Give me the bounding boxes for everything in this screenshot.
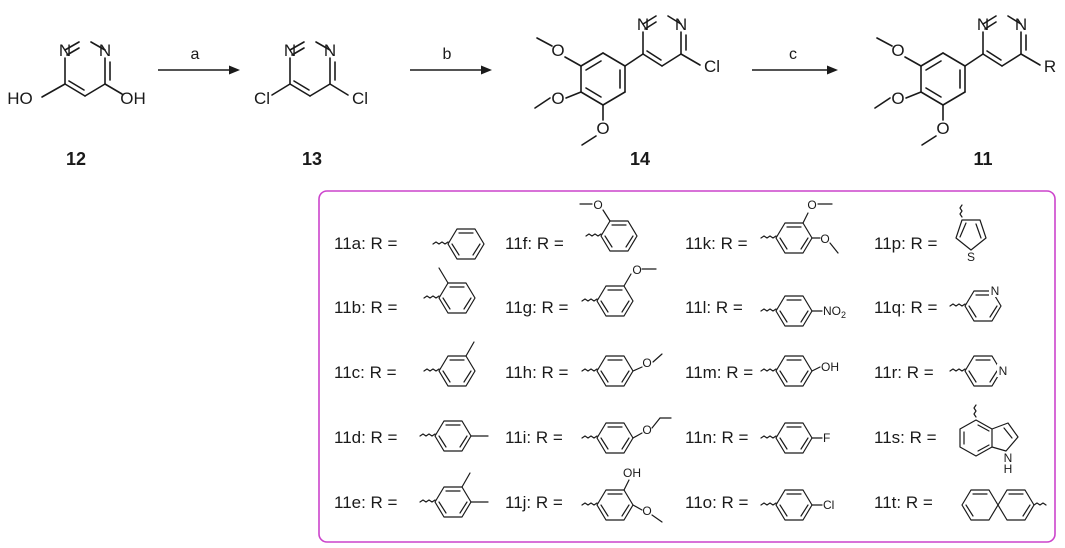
substituent-11h: O <box>581 353 663 387</box>
atom-n: N <box>675 15 687 34</box>
substituent-11o: Cl <box>760 489 834 521</box>
atom-n: N <box>284 41 296 60</box>
atom-f: F <box>823 431 830 445</box>
atom-n: N <box>99 41 111 60</box>
substituent-11p: S <box>955 204 987 264</box>
atom-r: R <box>1044 57 1056 76</box>
entry-label-11n: 11n: R = <box>685 428 749 447</box>
reaction-arrow-b: b <box>410 46 492 75</box>
atom-o: O <box>936 119 949 138</box>
substituent-11i: O <box>581 417 672 454</box>
entry-label-11i: 11i: R = <box>505 428 563 447</box>
substituent-11q: N <box>949 284 1002 322</box>
entry-label-11m: 11m: R = <box>685 363 753 382</box>
compound-label: 11 <box>973 149 992 169</box>
atom-o: O <box>642 504 651 518</box>
atom-n: N <box>991 284 1000 298</box>
atom-n: N <box>59 41 71 60</box>
entry-label-11t: 11t: R = <box>874 493 933 512</box>
atom-n: N <box>637 15 649 34</box>
substituent-11b <box>423 267 476 314</box>
atom-n: N <box>1004 451 1013 465</box>
entry-label-11k: 11k: R = <box>685 234 748 253</box>
reaction-arrow-a: a <box>158 46 240 75</box>
step-label: a <box>191 46 200 63</box>
entry-label-11a: 11a: R = <box>334 234 398 253</box>
entry-label-11c: 11c: R = <box>334 363 397 382</box>
entry-label-11l: 11l: R = <box>685 298 743 317</box>
atom-n: N <box>999 364 1008 378</box>
atom-cl: Cl <box>254 89 270 108</box>
substituent-11k: O O <box>760 198 839 254</box>
atom-no: NO <box>823 304 841 318</box>
compound-13: N N Cl Cl 13 <box>254 41 368 169</box>
atom-o: O <box>551 41 564 60</box>
substituent-11n: F <box>760 422 830 454</box>
atom-n: N <box>1015 15 1027 34</box>
substituent-11e <box>419 472 489 518</box>
substituent-11f: O <box>579 198 638 252</box>
substituent-11m: OH <box>760 355 839 387</box>
atom-o: O <box>632 263 641 277</box>
substituent-11a <box>432 228 485 260</box>
atom-s: S <box>967 250 975 264</box>
atom-oh: OH <box>120 89 146 108</box>
step-label: b <box>443 46 452 63</box>
compound-label: 12 <box>66 149 86 169</box>
atom-o: O <box>642 423 651 437</box>
atom-o: O <box>596 119 609 138</box>
atom-o: O <box>820 232 829 246</box>
entry-label-11e: 11e: R = <box>334 493 398 512</box>
entry-labels: 11a: R = 11b: R = 11c: R = 11d: R = 11e:… <box>334 234 938 512</box>
compound-label: 14 <box>630 149 650 169</box>
entry-label-11r: 11r: R = <box>874 363 934 382</box>
substituent-box <box>318 190 1056 543</box>
entry-label-11f: 11f: R = <box>505 234 564 253</box>
atom-h: H <box>1004 462 1013 476</box>
entry-label-11o: 11o: R = <box>685 493 749 512</box>
atom-no2: NO2 <box>823 304 846 320</box>
atom-cl: Cl <box>823 498 834 512</box>
atom-n: N <box>977 15 989 34</box>
reaction-arrow-c: c <box>752 46 838 75</box>
compound-11: N N R O O O 11 <box>874 15 1056 169</box>
compound-label: 13 <box>302 149 322 169</box>
entry-label-11h: 11h: R = <box>505 363 569 382</box>
atom-o: O <box>891 41 904 60</box>
substituent-11r: N <box>949 355 1009 387</box>
entry-label-11p: 11p: R = <box>874 234 938 253</box>
compound-12: N N HO OH 12 <box>7 41 146 169</box>
substituent-11g: O <box>581 263 657 317</box>
substituent-11s: N H <box>959 404 1019 476</box>
substituent-11d <box>419 420 489 452</box>
atom-o: O <box>642 356 651 370</box>
atom-o: O <box>891 89 904 108</box>
atom-cl: Cl <box>704 57 720 76</box>
substituent-11j: OH O <box>581 466 663 523</box>
entry-label-11s: 11s: R = <box>874 428 937 447</box>
atom-cl: Cl <box>352 89 368 108</box>
atom-o: O <box>551 89 564 108</box>
entry-label-11b: 11b: R = <box>334 298 398 317</box>
atom-subscript: 2 <box>841 310 846 320</box>
atom-n: N <box>324 41 336 60</box>
step-label: c <box>789 46 797 63</box>
atom-o: O <box>593 198 602 212</box>
atom-oh: OH <box>821 360 839 374</box>
substituent-11l: NO2 <box>760 295 846 327</box>
atom-ho: HO <box>7 89 33 108</box>
entry-label-11q: 11q: R = <box>874 298 938 317</box>
entry-label-11d: 11d: R = <box>334 428 398 447</box>
entry-label-11g: 11g: R = <box>505 298 569 317</box>
atom-o: O <box>807 198 816 212</box>
substituent-11t <box>961 489 1047 521</box>
substituent-11c <box>423 341 476 387</box>
entry-label-11j: 11j: R = <box>505 493 563 512</box>
compound-14: N N Cl O O O 14 <box>534 15 720 169</box>
atom-oh: OH <box>623 466 641 480</box>
